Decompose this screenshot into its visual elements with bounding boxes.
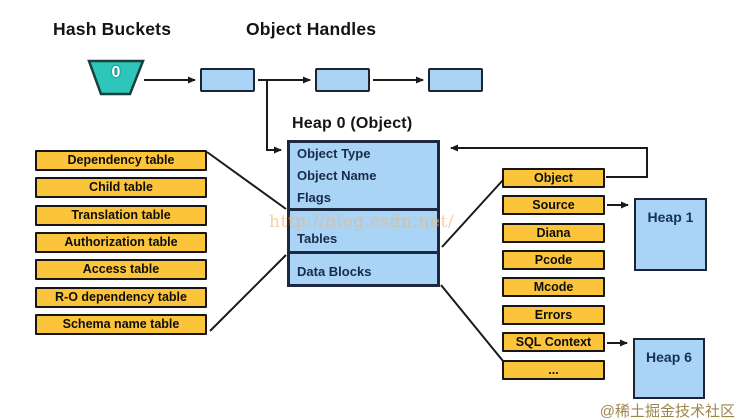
watermark-juejin: @稀土掘金技术社区 bbox=[599, 403, 735, 420]
heap0-title: Heap 0 (Object) bbox=[292, 115, 413, 132]
right-table-source: Source bbox=[502, 195, 605, 215]
left-table-authorization: Authorization table bbox=[35, 232, 207, 253]
heap0-field-object-name: Object Name bbox=[297, 168, 377, 183]
heap1-label: Heap 1 bbox=[647, 209, 694, 225]
object-handles-title: Object Handles bbox=[246, 19, 377, 39]
wire-schema-to-heap0 bbox=[209, 254, 287, 332]
heap0-divider-2 bbox=[290, 251, 437, 254]
object-handle-2 bbox=[315, 68, 370, 92]
right-table-errors: Errors bbox=[502, 305, 605, 325]
heap6-label: Heap 6 bbox=[646, 349, 692, 365]
object-handle-3 bbox=[428, 68, 483, 92]
right-table-mcode: Mcode bbox=[502, 277, 605, 297]
hash-buckets-title: Hash Buckets bbox=[53, 19, 172, 39]
left-table-schema-name: Schema name table bbox=[35, 314, 207, 335]
left-table-access: Access table bbox=[35, 259, 207, 280]
hash-bucket-0-label: 0 bbox=[111, 64, 121, 81]
right-table-sql-context: SQL Context bbox=[502, 332, 605, 352]
left-table-translation: Translation table bbox=[35, 205, 207, 226]
wire-handle1-to-heap0 bbox=[266, 81, 282, 154]
heap0-field-tables: Tables bbox=[297, 231, 338, 246]
object-handle-1 bbox=[200, 68, 255, 92]
right-table-diana: Diana bbox=[502, 223, 605, 243]
hash-bucket-shape bbox=[87, 59, 145, 96]
heap0-field-flags: Flags bbox=[297, 190, 331, 205]
wire-heap0-to-dots bbox=[440, 284, 504, 362]
right-table-pcode: Pcode bbox=[502, 250, 605, 270]
right-table-ellipsis: ... bbox=[502, 360, 605, 380]
left-table-ro-dependency: R-O dependency table bbox=[35, 287, 207, 308]
wire-object-return-to-heap0 bbox=[450, 144, 648, 178]
heap0-box: Object Type Object Name Flags Tables Dat… bbox=[287, 140, 440, 287]
heap0-field-object-type: Object Type bbox=[297, 146, 371, 161]
heap6-box: Heap 6 bbox=[633, 338, 705, 399]
heap0-divider-1 bbox=[290, 208, 437, 211]
wire-heap0-to-object bbox=[441, 179, 504, 248]
wire-dependency-to-heap0 bbox=[206, 151, 287, 210]
heap0-field-data-blocks: Data Blocks bbox=[297, 264, 372, 279]
right-table-object: Object bbox=[502, 168, 605, 188]
left-table-dependency: Dependency table bbox=[35, 150, 207, 171]
watermark-csdn: http://blog.csdn.net/ bbox=[269, 212, 455, 232]
heap1-box: Heap 1 bbox=[634, 198, 707, 271]
left-table-child: Child table bbox=[35, 177, 207, 198]
